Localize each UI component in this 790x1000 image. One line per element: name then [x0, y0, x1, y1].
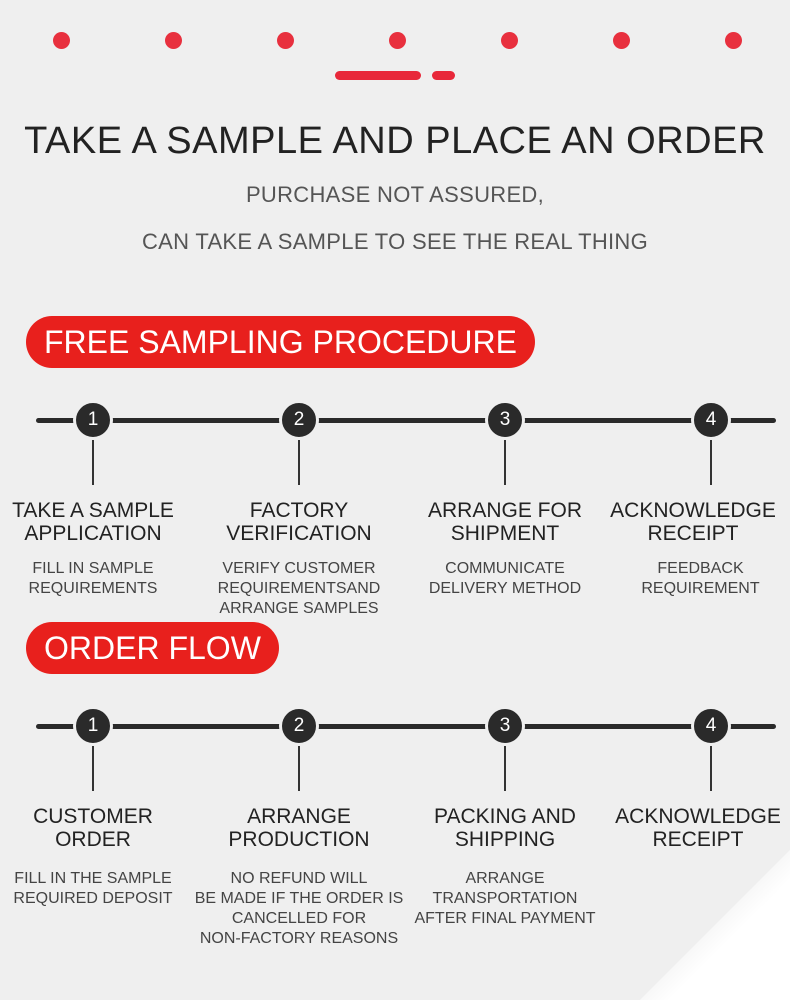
- connector-line: [504, 746, 506, 791]
- decorative-dots: [0, 32, 790, 50]
- decorative-dash-long: [335, 71, 421, 80]
- section-heading-order-flow: ORDER FLOW: [26, 622, 279, 674]
- step-number-badge: 2: [279, 706, 319, 746]
- connector-line: [92, 746, 94, 791]
- timeline-order: [36, 724, 776, 729]
- dot: [165, 32, 182, 49]
- dot: [725, 32, 742, 49]
- decorative-dash-short: [432, 71, 455, 80]
- section-heading-sampling: FREE SAMPLING PROCEDURE: [26, 316, 535, 368]
- connector-line: [710, 746, 712, 791]
- connector-line: [298, 440, 300, 485]
- connector-line: [92, 440, 94, 485]
- connector-line: [298, 746, 300, 791]
- step-number-badge: 1: [73, 400, 113, 440]
- connector-line: [710, 440, 712, 485]
- page-subtitle-line1: PURCHASE NOT ASSURED,: [245, 182, 545, 207]
- connector-line: [504, 440, 506, 485]
- step-number-badge: 4: [691, 400, 731, 440]
- step-number-badge: 3: [485, 706, 525, 746]
- step-number-badge: 3: [485, 400, 525, 440]
- dot: [389, 32, 406, 49]
- dot: [53, 32, 70, 49]
- page-title: TAKE A SAMPLE AND PLACE AN ORDER: [24, 120, 766, 162]
- dot: [501, 32, 518, 49]
- step-number-badge: 2: [279, 400, 319, 440]
- page-subtitle-line2: CAN TAKE A SAMPLE TO SEE THE REAL THING: [141, 229, 649, 254]
- dot: [613, 32, 630, 49]
- timeline-sampling: [36, 418, 776, 423]
- step-number-badge: 1: [73, 706, 113, 746]
- dot: [277, 32, 294, 49]
- step-number-badge: 4: [691, 706, 731, 746]
